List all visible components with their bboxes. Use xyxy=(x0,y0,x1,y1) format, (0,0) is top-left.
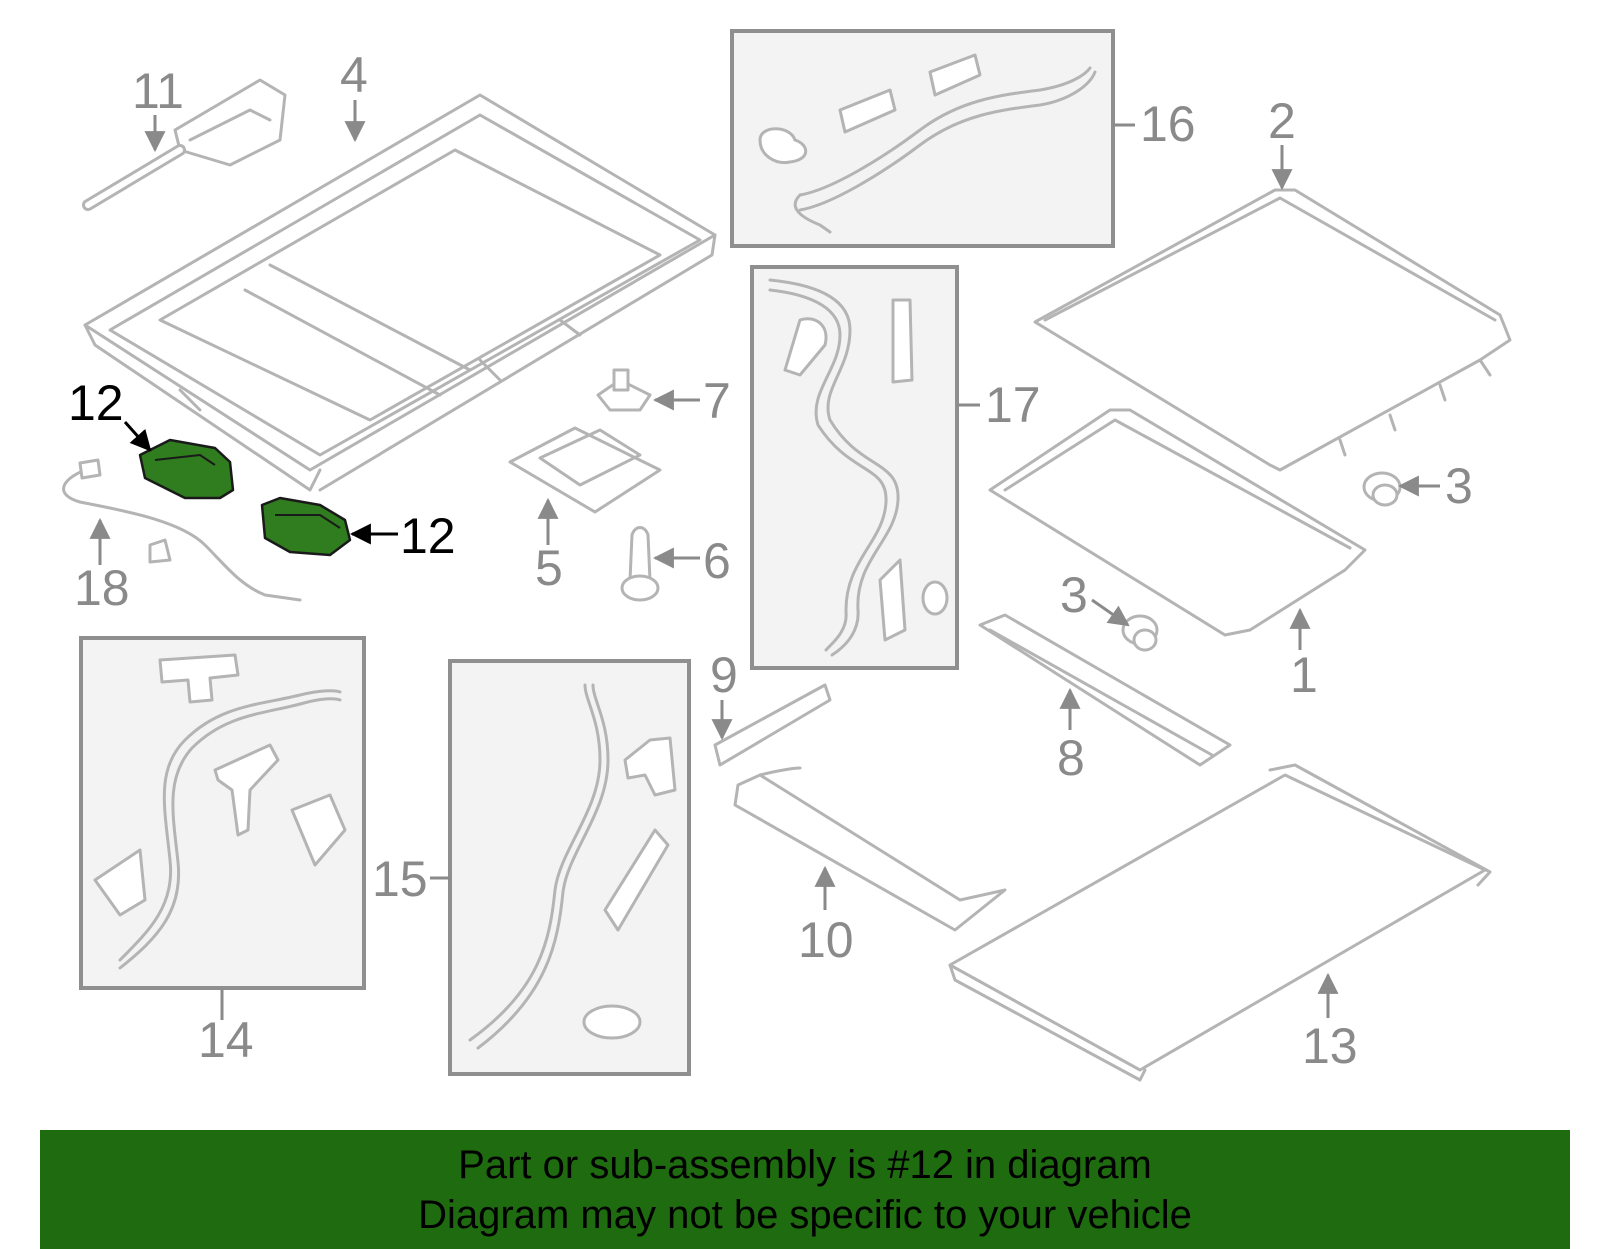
callout-3: 3 xyxy=(1445,458,1473,514)
callout-16: 16 xyxy=(1140,96,1196,152)
wind-deflector-part-8 xyxy=(978,613,1232,767)
callout-12-highlight: 12 xyxy=(68,375,124,431)
banner-part-line: Part or sub-assembly is #12 in diagram xyxy=(458,1142,1152,1187)
callout-12-highlight: 12 xyxy=(400,508,456,564)
rail-part-10 xyxy=(733,766,1007,932)
callout-3: 3 xyxy=(1060,567,1088,623)
callout-11: 11 xyxy=(132,63,184,119)
nut-part-7 xyxy=(596,368,652,412)
leader-lines xyxy=(89,100,1440,1020)
drain-hose-kit-15 xyxy=(448,659,691,1076)
highlighted-motor-part-12a xyxy=(138,438,235,500)
highlighted-motor-part-12b xyxy=(260,496,352,557)
drain-hose-kit-14 xyxy=(79,636,366,990)
callout-9: 9 xyxy=(710,647,738,703)
pin-part-6 xyxy=(620,526,660,602)
callout-2: 2 xyxy=(1268,93,1296,149)
glass-panel-part xyxy=(1033,188,1512,472)
callout-8: 8 xyxy=(1057,730,1085,786)
sunshade-part-13 xyxy=(948,763,1492,1082)
callout-5: 5 xyxy=(535,540,563,596)
wire-harness-part-18 xyxy=(62,458,302,602)
callout-13: 13 xyxy=(1302,1018,1358,1074)
callout-14: 14 xyxy=(198,1012,254,1068)
seal-strip-part-9 xyxy=(713,683,832,767)
clip-part-3b xyxy=(1121,614,1159,652)
callout-10: 10 xyxy=(798,912,854,968)
clip-part-3a xyxy=(1362,471,1402,507)
drive-motor-part xyxy=(82,78,287,211)
info-banner: Part or sub-assembly is #12 in diagram D… xyxy=(40,1130,1570,1249)
drain-hose-kit-17 xyxy=(750,265,959,670)
callout-4: 4 xyxy=(340,47,368,103)
callout-6: 6 xyxy=(703,533,731,589)
callout-1: 1 xyxy=(1290,647,1318,703)
sunroof-frame-part xyxy=(83,93,717,492)
callout-15: 15 xyxy=(372,851,428,907)
callout-17: 17 xyxy=(985,377,1041,433)
banner-disclaimer-line: Diagram may not be specific to your vehi… xyxy=(418,1192,1192,1237)
bracket-part-5 xyxy=(508,426,662,514)
callout-18: 18 xyxy=(74,560,130,616)
callout-7: 7 xyxy=(703,373,731,429)
drain-hose-kit-16 xyxy=(730,29,1115,248)
glass-part xyxy=(988,408,1367,637)
